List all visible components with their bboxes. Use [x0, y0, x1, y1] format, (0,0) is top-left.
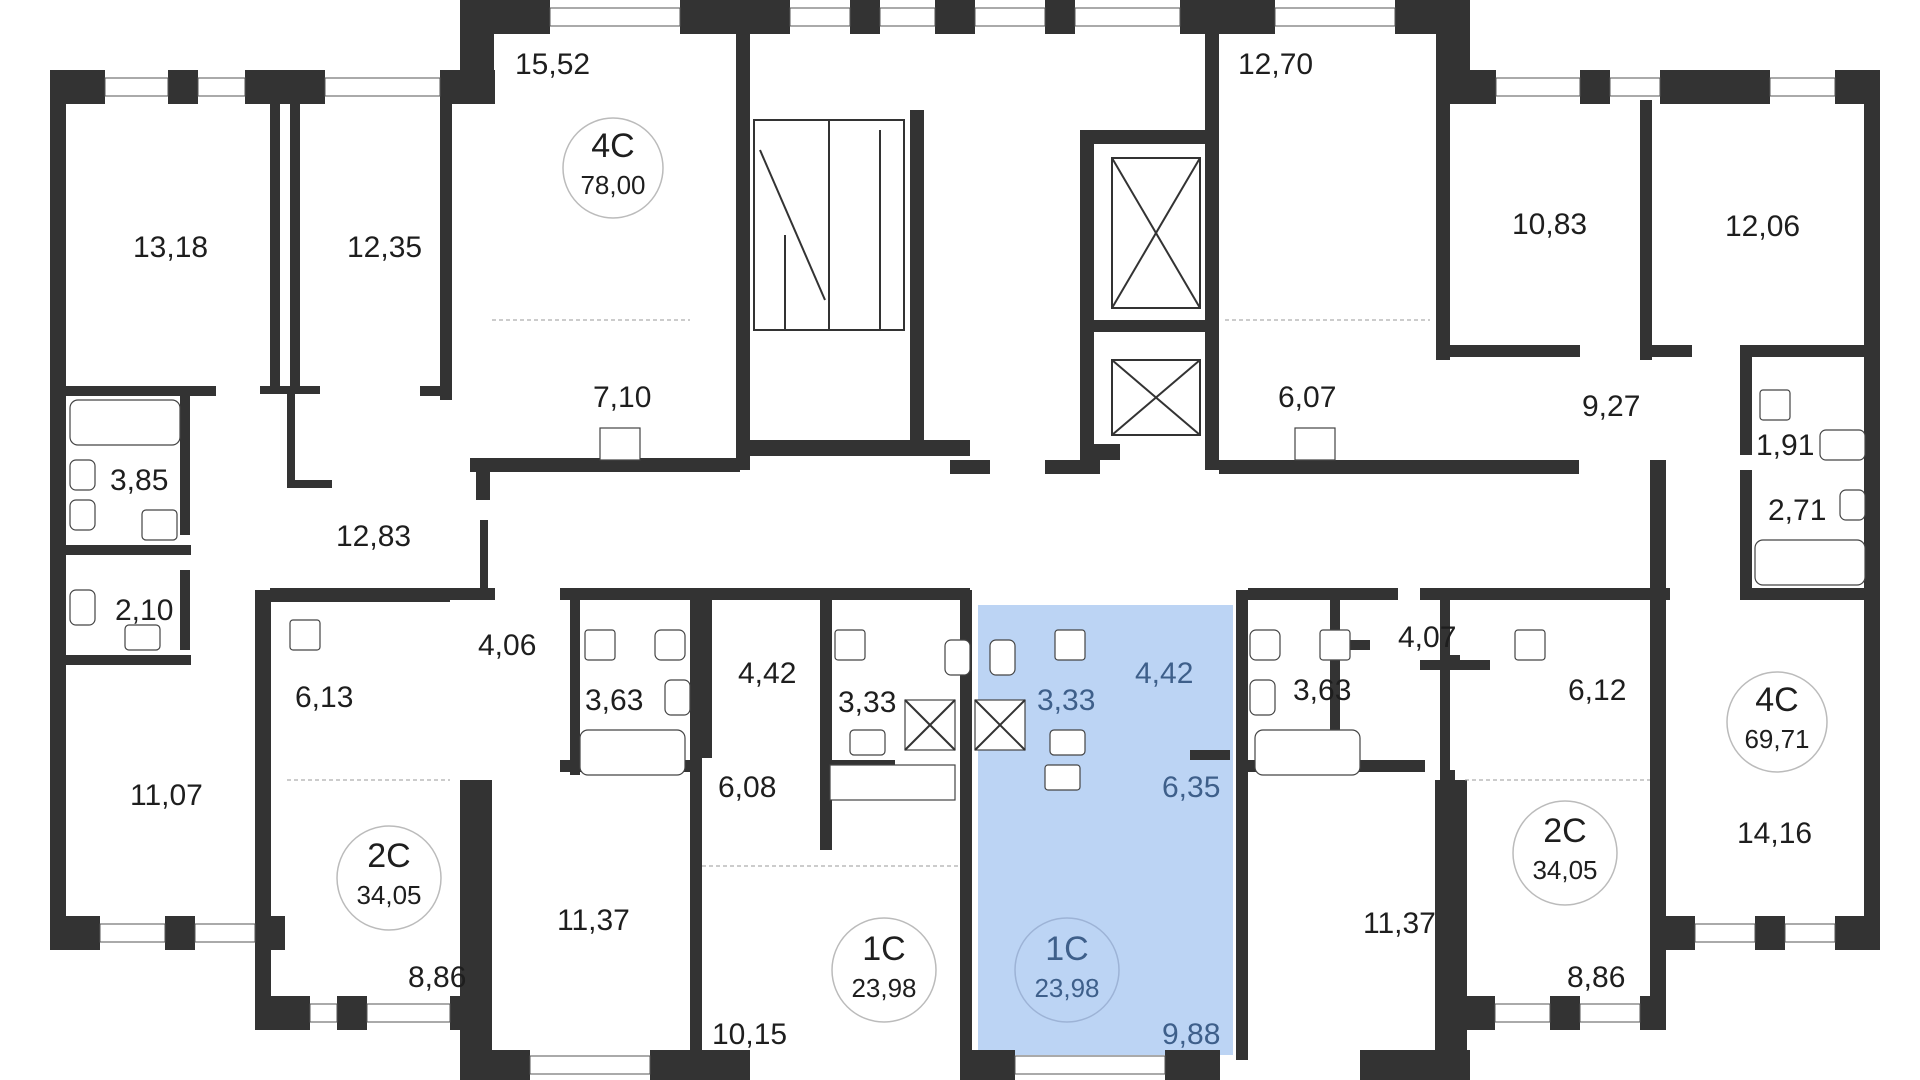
selected-apartment-labels: 3,33 4,42 6,35 9,88	[1037, 657, 1220, 1051]
room-area-label: 12,70	[1238, 48, 1313, 81]
apartment-tags: 4С 78,00 2С 34,05 1С 23,98 1С 23,98 2С 3…	[336, 117, 1828, 1023]
stairwell	[753, 119, 905, 331]
room-area-label: 1,91	[1756, 429, 1814, 462]
svg-text:78,00: 78,00	[580, 170, 645, 200]
room-area-label: 10,15	[712, 1018, 787, 1051]
room-area-label: 9,27	[1582, 390, 1640, 423]
room-area-label: 2,10	[115, 594, 173, 627]
svg-text:1С: 1С	[1045, 930, 1088, 968]
interior-walls	[66, 30, 1880, 1070]
room-area-label: 12,35	[347, 231, 422, 264]
apartment-tag-4c-right[interactable]: 4С 69,71	[1726, 671, 1828, 773]
room-area-label: 6,12	[1568, 674, 1626, 707]
svg-text:1С: 1С	[862, 930, 905, 968]
room-area-label: 6,13	[295, 681, 353, 714]
room-area-label: 11,37	[557, 904, 630, 937]
svg-text:69,71: 69,71	[1744, 724, 1809, 754]
apartment-tag-1c-selected[interactable]: 1С 23,98	[1014, 917, 1120, 1023]
svg-text:34,05: 34,05	[356, 880, 421, 910]
room-area-label: 3,33	[1037, 684, 1095, 717]
apartment-tag-2c-right[interactable]: 2С 34,05	[1512, 800, 1618, 906]
room-area-label: 7,10	[593, 381, 651, 414]
room-area-label: 9,88	[1162, 1018, 1220, 1051]
room-area-label: 12,83	[336, 520, 411, 553]
room-area-label: 8,86	[1567, 961, 1625, 994]
room-area-label: 15,52	[515, 48, 590, 81]
room-area-label: 4,06	[478, 629, 536, 662]
room-area-label: 3,33	[838, 686, 896, 719]
room-area-label: 6,08	[718, 771, 776, 804]
room-area-label: 10,83	[1512, 208, 1587, 241]
room-area-label: 3,63	[585, 684, 643, 717]
outer-walls	[50, 0, 1880, 1080]
bathroom-fixtures	[69, 389, 1866, 801]
room-area-label: 3,85	[110, 464, 168, 497]
room-area-label: 4,42	[1135, 657, 1193, 690]
zone-dividers	[287, 319, 1650, 867]
svg-text:4С: 4С	[1755, 681, 1798, 719]
room-area-label: 12,06	[1725, 210, 1800, 243]
room-area-label: 4,07	[1398, 621, 1456, 654]
apartment-tag-2c-left[interactable]: 2С 34,05	[336, 825, 442, 931]
room-labels: 15,52 13,18 12,35 7,10 3,85 12,83 2,10 4…	[110, 48, 1826, 1051]
svg-text:2С: 2С	[1543, 812, 1586, 850]
room-area-label: 13,18	[133, 231, 208, 264]
apartment-tag-1c-left[interactable]: 1С 23,98	[831, 917, 937, 1023]
room-area-label: 11,07	[130, 779, 203, 812]
windows	[99, 7, 1836, 1075]
svg-text:23,98: 23,98	[1034, 973, 1099, 1003]
svg-text:34,05: 34,05	[1532, 855, 1597, 885]
room-area-label: 8,86	[408, 961, 466, 994]
room-area-label: 2,71	[1768, 494, 1826, 527]
svg-text:2С: 2С	[367, 837, 410, 875]
elevator-shafts	[1111, 157, 1201, 436]
svg-text:23,98: 23,98	[851, 973, 916, 1003]
svg-text:4С: 4С	[591, 127, 634, 165]
room-area-label: 6,35	[1162, 771, 1220, 804]
room-area-label: 14,16	[1737, 817, 1812, 850]
room-area-label: 4,42	[738, 657, 796, 690]
apartment-tag-4c-left[interactable]: 4С 78,00	[562, 117, 664, 219]
room-area-label: 11,37	[1363, 907, 1436, 940]
room-area-label: 3,63	[1293, 674, 1351, 707]
room-area-label: 6,07	[1278, 381, 1336, 414]
